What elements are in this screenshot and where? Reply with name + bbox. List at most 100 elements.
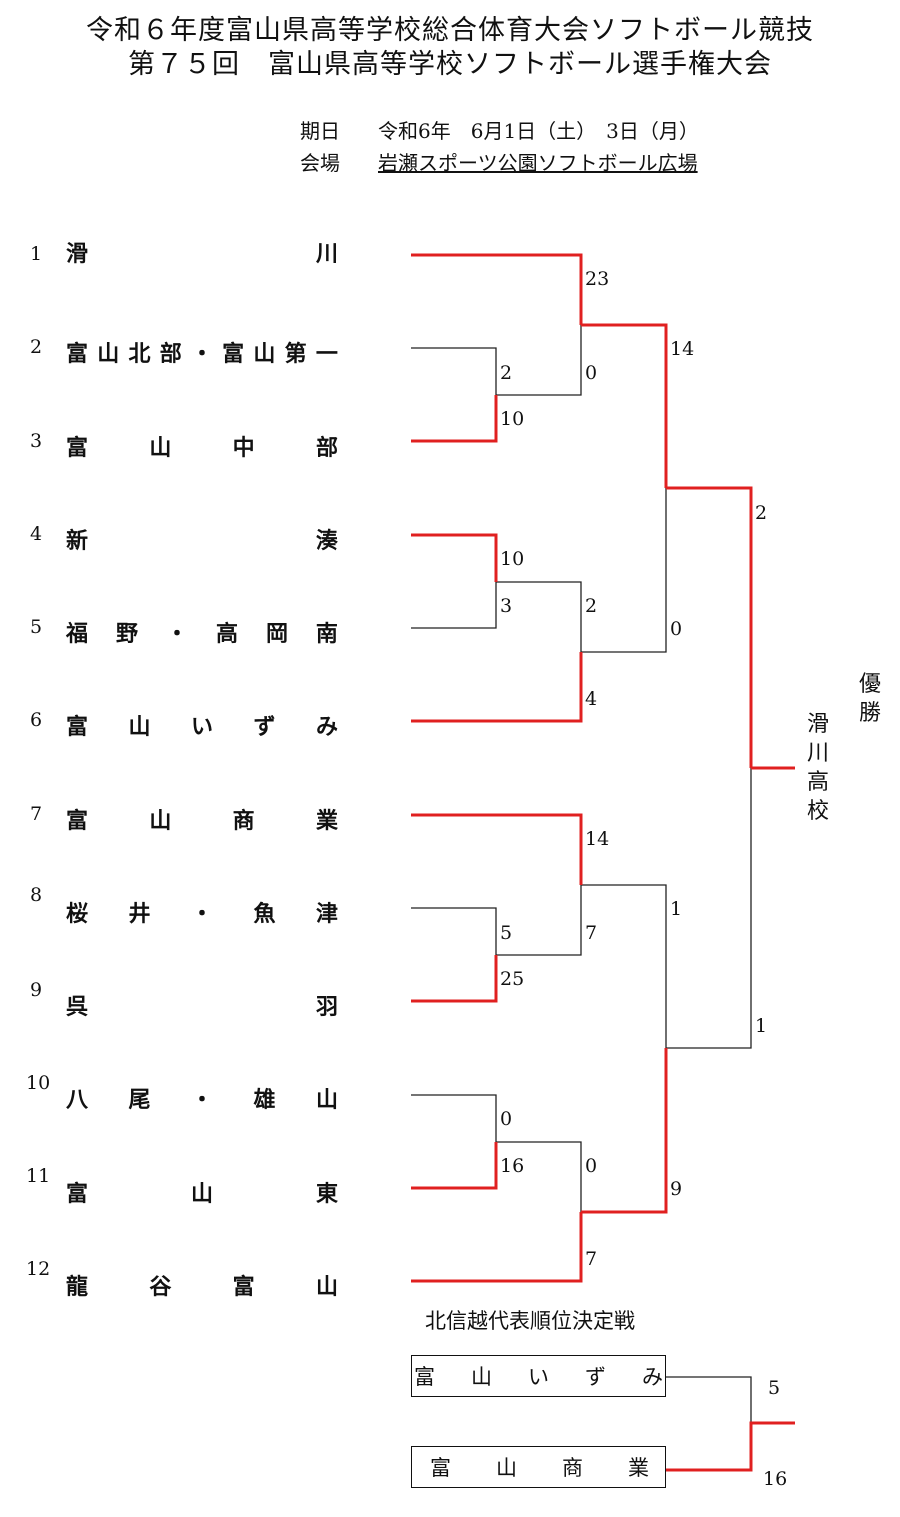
- score-r1-team8: 5: [500, 922, 513, 944]
- vertical-char: 優: [858, 672, 881, 697]
- date-value: 令和6年 6月1日（土） 3日（月）: [378, 119, 699, 143]
- team-name: 八尾・雄山: [66, 1082, 338, 1114]
- placement-team-char: 山: [496, 1456, 517, 1480]
- line-team2: [411, 347, 497, 395]
- team-seed: 4: [29, 523, 43, 545]
- team-name-char: 山: [128, 715, 151, 740]
- line-sf2-loser: [581, 884, 667, 1048]
- team-name-char: 部: [159, 342, 182, 367]
- score-qf1-top: 23: [585, 268, 610, 290]
- line-team6: [411, 652, 583, 723]
- score-r1-team11: 16: [500, 1155, 525, 1177]
- team-name-char: 商: [232, 809, 255, 834]
- team-name-char: 南: [315, 622, 338, 647]
- team-name-char: ず: [253, 715, 276, 740]
- placement-team-b: 富山商業: [411, 1446, 666, 1488]
- line-qf1-winner: [581, 323, 668, 488]
- team-name-char: 井: [128, 902, 151, 927]
- line-qf3-loser: [496, 885, 582, 956]
- team-seed: 11: [26, 1165, 51, 1187]
- line-team9: [411, 955, 498, 1003]
- team-seed: 12: [26, 1258, 51, 1280]
- title-line-2: 第７５回 富山県高等学校ソフトボール選手権大会: [128, 49, 772, 80]
- team-name-char: 龍: [66, 1275, 89, 1300]
- line-placement-loser: [666, 1376, 752, 1423]
- score-r1-team4: 10: [500, 548, 525, 570]
- score-r1-team2: 2: [500, 362, 513, 384]
- team-name-char: 北: [128, 342, 151, 367]
- team-seed: 5: [29, 616, 43, 638]
- line-team8: [411, 907, 497, 955]
- placement-team-char: 富: [430, 1456, 451, 1480]
- team-seed: 6: [29, 709, 43, 731]
- venue-value: 岩瀬スポーツ公園ソフトボール広場: [378, 151, 698, 175]
- team-name-char: 富: [66, 809, 89, 834]
- team-name-char: 桜: [66, 902, 89, 927]
- score-final-top: 2: [755, 502, 768, 524]
- line-placement-winner: [666, 1421, 795, 1472]
- placement-team-char: み: [642, 1365, 663, 1389]
- line-qf4-winner: [581, 1048, 668, 1214]
- line-final-loser: [666, 768, 752, 1049]
- team-name-char: 富: [66, 436, 89, 461]
- line-team5: [411, 582, 497, 629]
- team-name-char: 部: [315, 436, 338, 461]
- team-name-char: 津: [315, 902, 338, 927]
- team-name-char: み: [315, 715, 338, 740]
- team-name-char: 羽: [315, 995, 338, 1020]
- team-name-char: ・: [190, 902, 213, 927]
- vertical-char: 勝: [858, 701, 881, 726]
- team-name-char: 滑: [66, 242, 89, 267]
- score-r1-team3: 10: [500, 408, 525, 430]
- score-sf2-top: 1: [670, 898, 683, 920]
- team-name-char: 呉: [66, 995, 89, 1020]
- team-name-char: 東: [315, 1182, 338, 1207]
- score-final-bottom: 1: [755, 1015, 768, 1037]
- team-name: 呉羽: [66, 989, 338, 1021]
- team-name-char: 湊: [315, 529, 338, 554]
- team-name-char: 魚: [253, 902, 276, 927]
- vertical-char: 滑: [806, 712, 829, 737]
- team-name-char: 福: [66, 622, 89, 647]
- title-line-1: 令和６年度富山県高等学校総合体育大会ソフトボール競技: [86, 15, 814, 46]
- placement-title: 北信越代表順位決定戦: [425, 1309, 635, 1333]
- team-name: 富山中部: [66, 430, 338, 462]
- line-team7: [411, 813, 583, 885]
- placement-team-char: 富: [414, 1365, 435, 1389]
- line-team1: [411, 253, 583, 325]
- team-seed: 9: [29, 979, 43, 1001]
- team-name-char: 川: [315, 242, 338, 267]
- team-name-char: 業: [315, 809, 338, 834]
- date-label: 期日: [300, 119, 340, 143]
- team-name: 福野・高岡南: [66, 616, 338, 648]
- team-name-char: 富: [66, 342, 89, 367]
- line-team4: [411, 533, 498, 582]
- placement-team-char: 山: [471, 1365, 492, 1389]
- team-name-char: 富: [66, 1182, 89, 1207]
- team-name: 富山商業: [66, 803, 338, 835]
- team-name: 新湊: [66, 523, 338, 555]
- placement-team-a: 富山いずみ: [411, 1355, 666, 1397]
- score-qf2-bottom: 4: [585, 688, 598, 710]
- team-name-char: 一: [315, 342, 338, 367]
- team-name-char: 山: [149, 809, 172, 834]
- team-seed: 1: [29, 243, 43, 265]
- team-seed: 2: [29, 336, 43, 358]
- team-name-char: 山: [315, 1275, 338, 1300]
- score-r1-team5: 3: [500, 595, 513, 617]
- placement-team-char: 業: [628, 1456, 649, 1480]
- team-seed: 8: [29, 884, 43, 906]
- score-r1-team9: 25: [500, 968, 525, 990]
- team-name-char: 高: [215, 622, 238, 647]
- team-name-char: 野: [115, 622, 138, 647]
- placement-team-char: ず: [585, 1365, 606, 1389]
- venue-label: 会場: [300, 151, 340, 175]
- placement-score-a: 5: [768, 1377, 781, 1399]
- team-name-char: 雄: [253, 1088, 276, 1113]
- vertical-char: 校: [806, 799, 829, 824]
- team-name-char: 山: [190, 1182, 213, 1207]
- team-name-char: ・: [165, 622, 188, 647]
- line-qf4-loser: [496, 1141, 582, 1212]
- vertical-char: 川: [806, 741, 829, 766]
